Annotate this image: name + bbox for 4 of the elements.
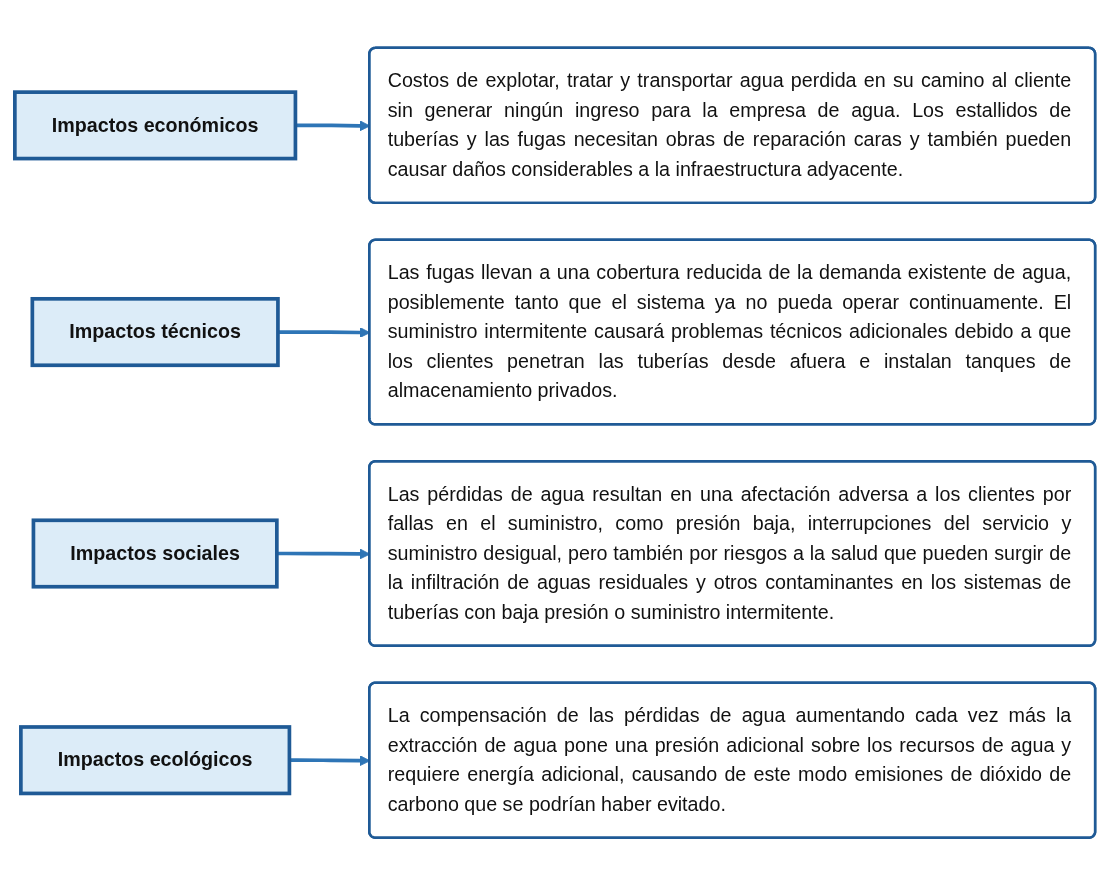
node-box: Impactos técnicos [30, 297, 280, 368]
node-box: Impactos ecológicos [18, 725, 291, 796]
node-box: Impactos económicos [12, 90, 297, 161]
node-box: Impactos sociales [31, 518, 279, 589]
